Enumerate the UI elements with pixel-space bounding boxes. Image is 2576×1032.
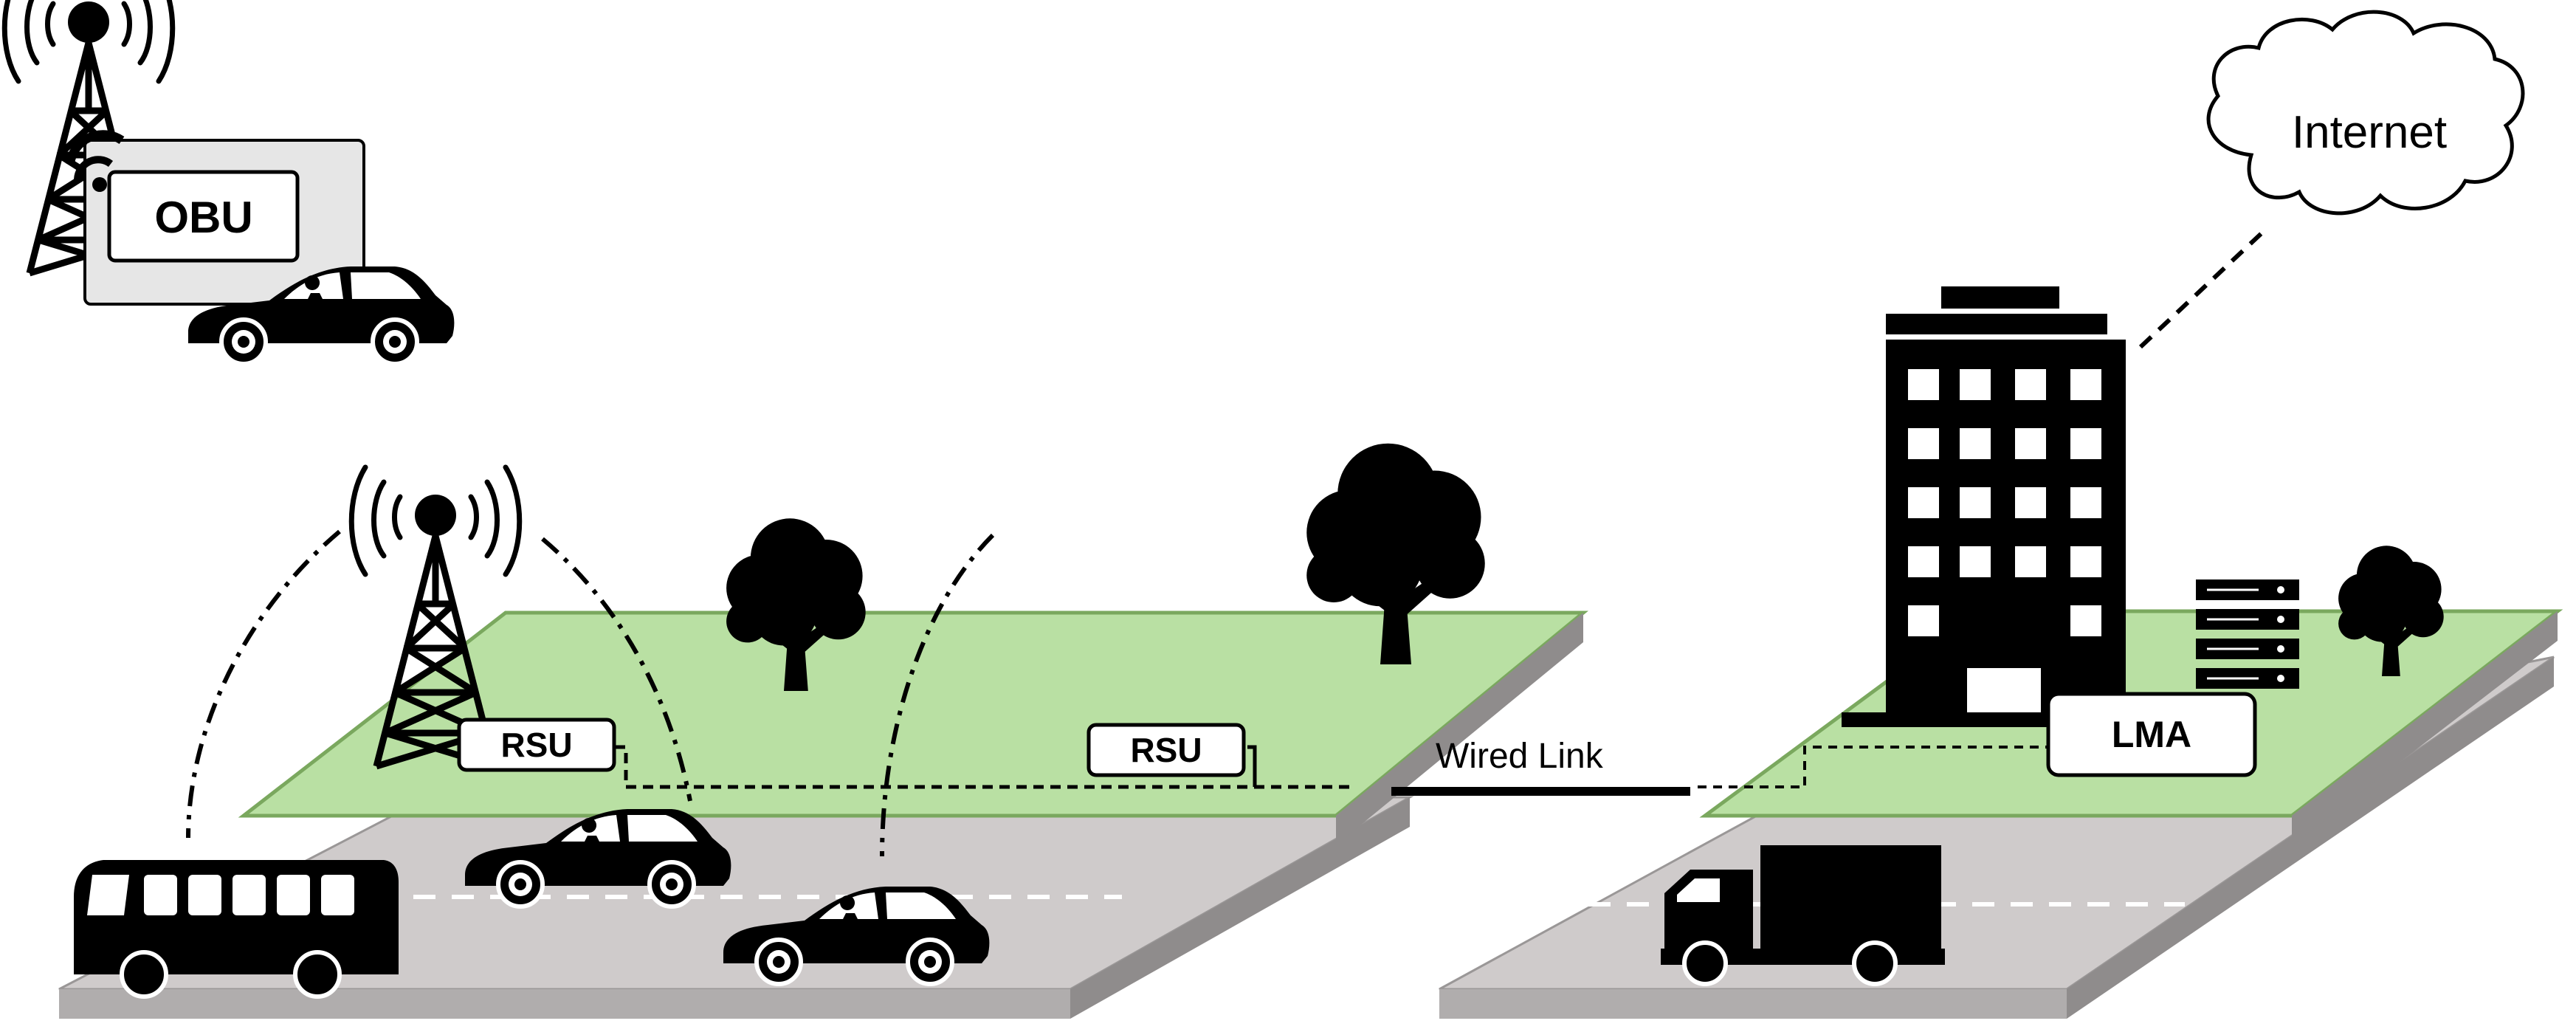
cloud-icon: Internet: [2206, 10, 2525, 216]
internet-label: Internet: [2292, 107, 2447, 158]
wired-link-label: Wired Link: [1436, 737, 1604, 776]
wired-link-lines: [615, 745, 2048, 796]
truck-icon: [1661, 845, 1945, 986]
lma-box: LMA: [2046, 692, 2257, 777]
building-icon: [1842, 286, 2137, 727]
rsu-box-right: RSU: [1086, 723, 1246, 777]
wireless-links: [186, 529, 995, 857]
lma-label: LMA: [2112, 714, 2191, 755]
wifi-icon: [66, 130, 125, 192]
internet-link: [2138, 230, 2265, 349]
server-icon: [2196, 579, 2299, 689]
rsu-box-left: RSU: [457, 718, 616, 772]
rsu-label: RSU: [500, 726, 572, 764]
rsu-label: RSU: [1130, 731, 1202, 769]
obu-panel: OBU: [66, 130, 454, 364]
bus-icon: [74, 860, 399, 999]
obu-label: OBU: [154, 193, 252, 242]
